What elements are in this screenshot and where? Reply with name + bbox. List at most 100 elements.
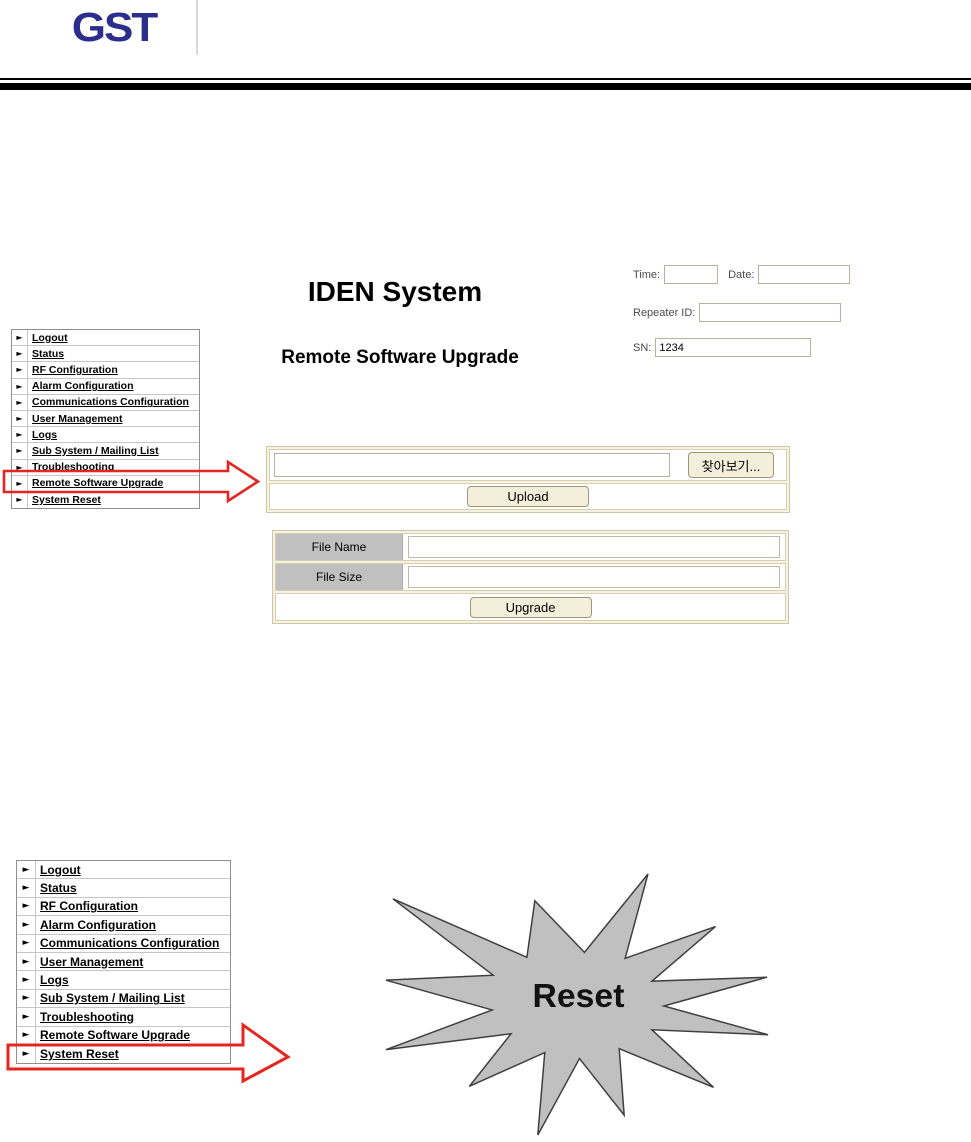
menu-item[interactable]: ► Alarm Configuration — [17, 916, 230, 935]
menu-item-label: Communications Configuration — [32, 396, 189, 409]
menu-item-label: Logout — [40, 862, 81, 877]
sn-input[interactable] — [655, 338, 812, 357]
nav-menu-upgrade: ► Logout ► Status ► RF Configuration ► A… — [11, 329, 200, 510]
menu-item-label: System Reset — [32, 493, 101, 506]
menu-item[interactable]: ► User Management — [17, 952, 230, 972]
triangle-bullet-icon: ► — [12, 475, 28, 491]
menu-item[interactable]: ► Logs — [17, 971, 230, 990]
menu-item[interactable]: ► Communications Configuration — [17, 934, 230, 953]
date-input[interactable] — [758, 265, 851, 284]
menu-item[interactable]: ► Status — [17, 879, 230, 898]
file-select-row: 찾아보기... — [269, 449, 787, 481]
triangle-bullet-icon: ► — [12, 459, 28, 475]
file-size-label: File Size — [276, 564, 403, 590]
upload-panel: 찾아보기... Upload — [266, 446, 790, 513]
file-name-input[interactable] — [408, 536, 780, 558]
menu-item[interactable]: ► Logout — [17, 861, 230, 880]
triangle-bullet-icon: ► — [17, 1044, 36, 1064]
time-date-row: Time: Date: — [633, 265, 851, 284]
sn-row: SN: — [633, 338, 812, 357]
menu-item-label: RF Configuration — [32, 363, 118, 376]
menu-item-label: Status — [32, 347, 65, 360]
triangle-bullet-icon: ► — [17, 1008, 36, 1026]
menu-item[interactable]: ► Communications Configuration — [12, 394, 199, 411]
menu-item-label: Alarm Configuration — [40, 917, 156, 932]
date-label: Date: — [728, 268, 755, 281]
menu-item-label: Remote Software Upgrade — [40, 1028, 191, 1043]
file-size-input[interactable] — [408, 566, 780, 588]
triangle-bullet-icon: ► — [12, 362, 28, 378]
menu-item-label: Logs — [32, 428, 58, 441]
menu-item[interactable]: ► Sub System / Mailing List — [12, 443, 199, 460]
menu-item[interactable]: ► User Management — [12, 410, 199, 428]
menu-item[interactable]: ► Status — [12, 346, 199, 363]
triangle-bullet-icon: ► — [12, 427, 28, 443]
menu-item[interactable]: ► Alarm Configuration — [12, 378, 199, 395]
callout-arrow-system-reset — [6, 1022, 291, 1084]
menu-item-label: Communications Configuration — [40, 936, 220, 951]
upgrade-button[interactable]: Upgrade — [469, 596, 592, 618]
menu-item-label: Logout — [32, 331, 68, 344]
menu-item[interactable]: ► Sub System / Mailing List — [17, 989, 230, 1009]
menu-item[interactable]: ► System Reset — [12, 491, 199, 509]
logo-image-edge — [196, 0, 198, 55]
callout-arrow-remote-software-upgrade — [2, 459, 261, 504]
menu-item-label: Remote Software Upgrade — [32, 477, 164, 490]
nav-menu-reset: ► Logout ► Status ► RF Configuration ► A… — [16, 860, 231, 1065]
starburst-shape — [385, 873, 769, 1136]
gst-logo: GST — [33, 2, 195, 54]
menu-item-label: Sub System / Mailing List — [32, 444, 159, 457]
triangle-bullet-icon: ► — [17, 971, 36, 989]
gst-logo-text: GST — [71, 5, 158, 51]
menu-item-label: User Management — [32, 412, 123, 425]
menu-item[interactable]: ► System Reset — [17, 1044, 230, 1064]
sn-label: SN: — [633, 341, 652, 354]
time-label: Time: — [633, 268, 661, 281]
triangle-bullet-icon: ► — [12, 410, 28, 427]
menu-item-label: Sub System / Mailing List — [40, 991, 185, 1006]
file-info-panel: File Name File Size Upgrade — [272, 530, 789, 624]
file-path-input[interactable] — [274, 453, 670, 477]
menu-item[interactable]: ► Logs — [12, 427, 199, 444]
triangle-bullet-icon: ► — [17, 879, 36, 897]
file-size-row: File Size — [275, 563, 786, 591]
menu-item[interactable]: ► Logout — [12, 330, 199, 347]
triangle-bullet-icon: ► — [12, 346, 28, 362]
header-rule-thick — [0, 83, 971, 90]
triangle-bullet-icon: ► — [17, 916, 36, 934]
menu-item-label: Troubleshooting — [40, 1009, 134, 1024]
page-subtitle: Remote Software Upgrade — [281, 347, 519, 368]
triangle-bullet-icon: ► — [17, 989, 36, 1008]
menu-item[interactable]: ► Troubleshooting — [17, 1008, 230, 1027]
browse-button[interactable]: 찾아보기... — [688, 452, 774, 478]
triangle-bullet-icon: ► — [17, 952, 36, 971]
triangle-bullet-icon: ► — [17, 861, 36, 879]
triangle-bullet-icon: ► — [12, 443, 28, 459]
time-input[interactable] — [664, 265, 719, 284]
menu-item-label: System Reset — [40, 1047, 119, 1062]
reset-starburst: Reset — [385, 873, 769, 1136]
repeater-id-input[interactable] — [699, 303, 842, 322]
reset-burst-label: Reset — [533, 977, 625, 1015]
repeater-id-label: Repeater ID: — [633, 306, 696, 319]
menu-item-label: RF Configuration — [40, 899, 138, 914]
triangle-bullet-icon: ► — [17, 1026, 36, 1044]
triangle-bullet-icon: ► — [12, 378, 28, 394]
upload-button[interactable]: Upload — [467, 486, 589, 507]
menu-item[interactable]: ► RF Configuration — [17, 897, 230, 917]
menu-item-label: Status — [40, 881, 77, 896]
triangle-bullet-icon: ► — [12, 491, 28, 509]
menu-item-label: User Management — [40, 954, 144, 969]
upgrade-row: Upgrade — [275, 593, 786, 621]
file-name-row: File Name — [275, 533, 786, 561]
header-rule-thin — [0, 78, 971, 80]
page-title: IDEN System — [307, 276, 483, 307]
triangle-bullet-icon: ► — [17, 934, 36, 952]
triangle-bullet-icon: ► — [12, 330, 28, 346]
triangle-bullet-icon: ► — [12, 394, 28, 410]
menu-item[interactable]: ► RF Configuration — [12, 362, 199, 379]
triangle-bullet-icon: ► — [17, 897, 36, 916]
menu-item-label: Alarm Configuration — [32, 380, 134, 393]
repeater-id-row: Repeater ID: — [633, 303, 842, 322]
upload-row: Upload — [269, 483, 787, 510]
